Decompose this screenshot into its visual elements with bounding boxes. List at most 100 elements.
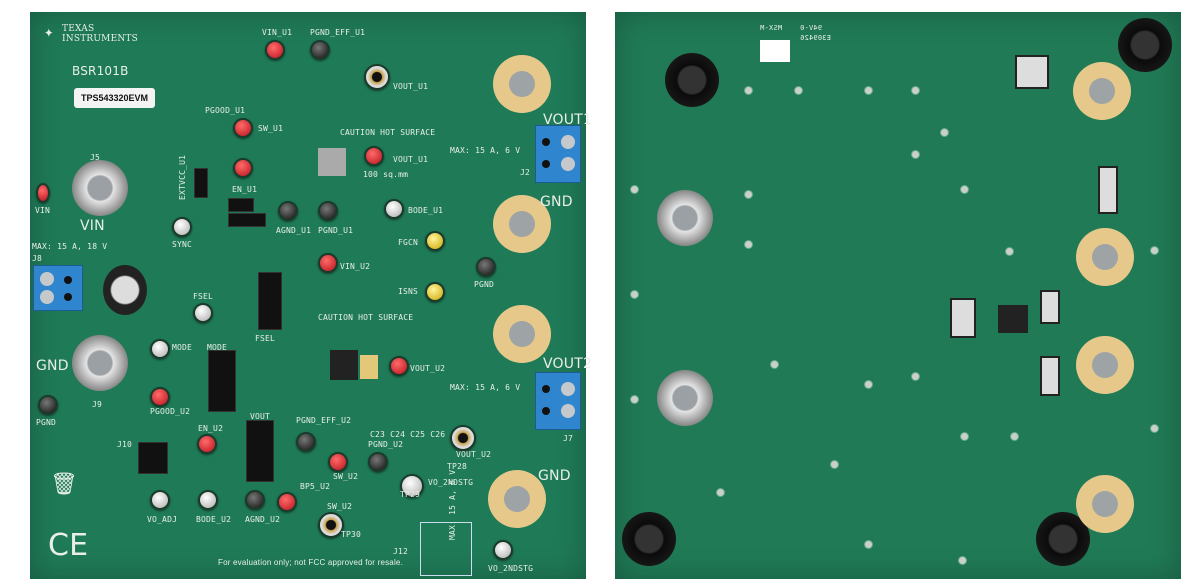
test-point[interactable]	[198, 490, 218, 510]
silk-label: 100 sq.mm	[363, 170, 409, 179]
test-point[interactable]	[296, 432, 316, 452]
test-point[interactable]	[384, 199, 404, 219]
silk-label: PGOOD_U2	[150, 407, 191, 416]
ce-mark: CE	[48, 528, 89, 563]
test-point[interactable]	[233, 118, 253, 138]
test-point[interactable]	[150, 339, 170, 359]
test-point[interactable]	[328, 452, 348, 472]
silk-label: MSX-M	[760, 24, 783, 32]
silk-label: C23 C24 C25 C26	[370, 430, 446, 439]
banana-jack-rear	[657, 370, 713, 426]
ensync-jumper[interactable]	[228, 213, 266, 227]
silk-label: VO_2NDSTG	[488, 564, 534, 573]
resistor	[950, 298, 976, 338]
test-point[interactable]	[277, 492, 297, 512]
ensync-jumper[interactable]	[228, 198, 254, 212]
silk-label: FSEL	[255, 334, 276, 343]
scope-probe-jack[interactable]	[318, 512, 344, 538]
via	[630, 290, 639, 299]
j12-outline	[420, 522, 472, 576]
silk-label: MAX: 15 A, 6 V	[448, 469, 457, 540]
silk-label: J8	[32, 254, 43, 263]
silk-label: BP5_U2	[300, 482, 331, 491]
silk-label: VOUT_U1	[393, 155, 429, 164]
test-point[interactable]	[193, 303, 213, 323]
board-id: BSR101B	[72, 64, 129, 78]
silk-label: PGND_U2	[368, 440, 404, 449]
silk-label: PGND	[36, 418, 57, 427]
rubber-foot	[1118, 18, 1172, 72]
silk-label: TP30	[341, 530, 362, 539]
test-point[interactable]	[400, 474, 424, 498]
inductor	[318, 148, 346, 176]
extvcc-jumper[interactable]	[194, 168, 208, 198]
test-point[interactable]	[318, 201, 338, 221]
test-point[interactable]	[389, 356, 409, 376]
silk-label: FSEL	[193, 292, 214, 301]
silk-label: PGND_EFF_U1	[310, 28, 366, 37]
silk-label: PGND	[474, 280, 495, 289]
silk-label: GND	[36, 358, 69, 374]
silk-label: SYNC	[172, 240, 193, 249]
silk-label: BODE_U1	[408, 206, 444, 215]
silk-label: VO_ADJ	[147, 515, 178, 524]
test-point[interactable]	[245, 490, 265, 510]
mode-jumper[interactable]	[208, 350, 236, 412]
test-point[interactable]	[150, 387, 170, 407]
test-point[interactable]	[172, 217, 192, 237]
qr-code-label	[760, 40, 790, 62]
silk-label: AGND_U1	[276, 226, 312, 235]
silk-label: PGOOD_U1	[205, 106, 246, 115]
test-point[interactable]	[150, 490, 170, 510]
test-point[interactable]	[233, 158, 253, 178]
test-point[interactable]	[278, 201, 298, 221]
test-point[interactable]	[368, 452, 388, 472]
test-point[interactable]	[36, 183, 50, 203]
silk-label: FGCN	[398, 238, 419, 247]
via	[630, 185, 639, 194]
test-point[interactable]	[318, 253, 338, 273]
inductor-pad	[360, 355, 378, 379]
test-point[interactable]	[197, 434, 217, 454]
test-point[interactable]	[425, 282, 445, 302]
silk-label: CAUTION HOT SURFACE	[340, 128, 436, 137]
test-point[interactable]	[425, 231, 445, 251]
pad	[1076, 336, 1134, 394]
fsel-jumper[interactable]	[258, 272, 282, 330]
vout2-terminal-block	[535, 372, 581, 430]
silk-label: VIN	[35, 206, 51, 215]
test-point[interactable]	[364, 146, 384, 166]
test-point[interactable]	[265, 40, 285, 60]
silk-label: VIN_U1	[262, 28, 293, 37]
silk-label: MODE	[172, 343, 193, 352]
test-point[interactable]	[38, 395, 58, 415]
silk-label: VOUT2	[543, 356, 593, 372]
test-point[interactable]	[310, 40, 330, 60]
silk-label: MODE	[207, 343, 228, 352]
via	[1005, 247, 1014, 256]
silk-label: VOUT_U2	[410, 364, 446, 373]
scope-probe-jack[interactable]	[450, 425, 476, 451]
vout2-pad	[493, 305, 551, 363]
vout-jumper[interactable]	[246, 420, 274, 482]
vin-terminal-block	[33, 265, 83, 311]
scope-probe-jack[interactable]	[364, 64, 390, 90]
silk-label: J2	[520, 168, 531, 177]
silk-label: MAX: 15 A, 6 V	[450, 383, 521, 392]
test-point[interactable]	[493, 540, 513, 560]
via	[960, 432, 969, 441]
silk-label: J12	[393, 547, 409, 556]
test-point[interactable]	[476, 257, 496, 277]
pad	[1076, 475, 1134, 533]
inductor	[330, 350, 358, 380]
via	[716, 488, 725, 497]
resistor	[1040, 356, 1060, 396]
silk-label: J9	[92, 400, 103, 409]
silk-label: J10	[117, 440, 133, 449]
silk-label: MAX: 15 A, 18 V	[32, 242, 108, 251]
silk-label: SW_U2	[327, 502, 353, 511]
silk-label: J7	[563, 434, 574, 443]
via	[1010, 432, 1019, 441]
en-jumper[interactable]	[138, 442, 168, 474]
silk-label: ISNS	[398, 287, 419, 296]
